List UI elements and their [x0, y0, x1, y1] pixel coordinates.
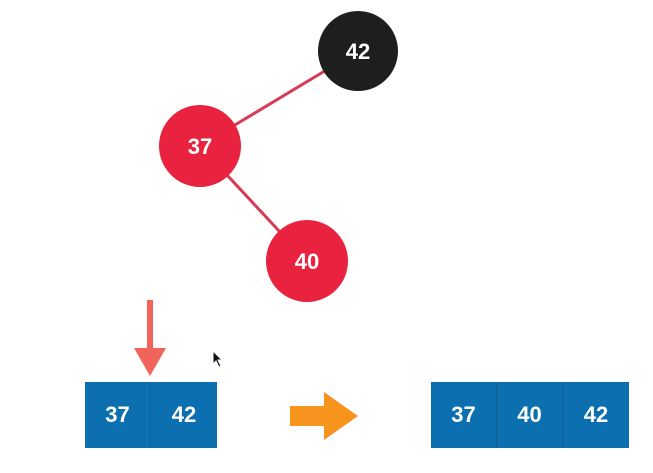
array-after-cell: 37 — [431, 382, 497, 448]
tree-node-37: 37 — [159, 105, 241, 187]
tree-node-37-circle — [159, 105, 241, 187]
array-after-cell: 42 — [563, 382, 629, 448]
down-arrow-shaft — [147, 300, 153, 350]
mouse-cursor-icon — [212, 350, 224, 368]
tree-node-42-circle — [318, 11, 398, 91]
down-arrow-icon — [134, 300, 166, 376]
tree-node-40: 40 — [266, 220, 348, 302]
right-arrow-shape — [290, 392, 358, 440]
tree-node-42: 42 — [318, 11, 398, 91]
array-before-cell: 37 — [85, 382, 151, 448]
array-before-cell: 42 — [151, 382, 217, 448]
array-after: 37 40 42 — [431, 382, 629, 448]
tree-node-40-circle — [266, 220, 348, 302]
down-arrow-head — [134, 348, 166, 376]
array-before: 37 42 — [85, 382, 217, 448]
array-after-cell: 40 — [497, 382, 563, 448]
cursor-shape — [212, 350, 224, 368]
right-arrow-icon — [290, 392, 358, 440]
tree-node-42-label: 42 — [346, 39, 370, 64]
tree-node-37-label: 37 — [188, 134, 212, 159]
tree-node-40-label: 40 — [295, 249, 319, 274]
red-black-tree: 42 37 40 — [159, 11, 398, 302]
